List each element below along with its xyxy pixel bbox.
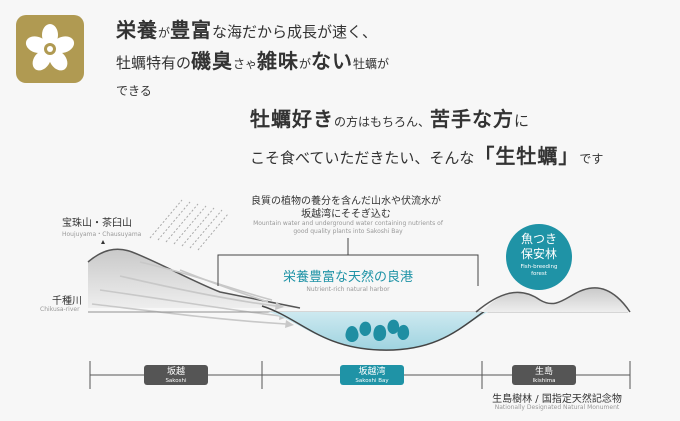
mountain-label-en: Houjuyama・Chausuyama	[62, 231, 142, 238]
rain-lines	[149, 199, 229, 251]
monument-label: 生島樹林 / 国指定天然記念物	[492, 394, 622, 405]
harbor-label: 栄養豊富な天然の良港	[282, 270, 413, 285]
headline-row-4: 牡蠣好きの方はもちろん、苦手な方に	[250, 107, 530, 131]
water-label-en-2: good quality plants into Sakoshi Bay	[293, 228, 403, 235]
sakoshi-bay-badge: 坂越湾 Sakoshi Bay	[340, 365, 404, 385]
water-flow-arrows	[91, 261, 287, 325]
river-label: 千種川	[52, 296, 82, 307]
sakoshi-badge: 坂越 Sakoshi	[144, 365, 208, 385]
headline-row-1: 栄養が豊富な海だから成長が速く、	[116, 18, 378, 42]
monument-label-en: Nationally Designated Natural Monument	[494, 404, 620, 411]
water-label-en-1: Mountain water and underground water con…	[253, 220, 443, 227]
forest-badge	[506, 224, 572, 290]
flower-crest-icon	[25, 24, 75, 71]
headline-row-5: こそ食べていただきたい、そんな「生牡蠣」です	[250, 144, 604, 168]
oyster-icons	[345, 319, 410, 342]
harbor-label-en: Nutrient-rich natural harbor	[306, 286, 390, 293]
water-label-2: 坂越湾にそそぎ込む	[301, 209, 391, 220]
ikishima-badge: 生島 Ikishima	[512, 365, 576, 385]
island-shape	[482, 287, 628, 312]
headline-row-2: 牡蠣特有の磯臭さゃ雑味がない牡蠣が	[116, 49, 390, 73]
forest-label: 魚つき 保安林	[520, 232, 557, 261]
headline-row-3: できる	[116, 84, 152, 98]
flower-logo	[16, 15, 84, 83]
river-label-en: Chikusa-river	[40, 306, 80, 313]
forest-label-en: Fish-breeding forest	[520, 264, 558, 277]
water-label-1: 良質の植物の養分を含んだ山水や伏流水が	[251, 196, 441, 207]
mountain-shape	[88, 249, 300, 308]
mountain-label: 宝珠山・茶臼山	[62, 218, 132, 229]
